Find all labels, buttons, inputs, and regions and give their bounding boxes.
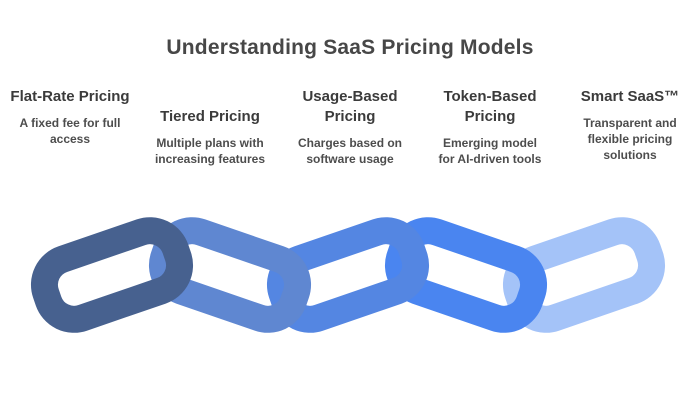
column-description-token-based: Emerging model for AI-driven tools — [438, 136, 542, 166]
column-heading-usage-based: Usage-Based Pricing — [302, 88, 398, 125]
column-heading-smart-saas: Smart SaaS™ — [580, 88, 680, 105]
column-description-tiered: Multiple plans with increasing features — [154, 136, 266, 166]
column-flat-rate: Flat-Rate Pricing A fixed fee for full a… — [0, 87, 140, 167]
column-tiered: Tiered Pricing Multiple plans with incre… — [140, 87, 280, 167]
column-usage-based: Usage-Based Pricing Charges based on sof… — [280, 87, 420, 167]
column-description-smart-saas: Transparent and flexible pricing solutio… — [583, 116, 677, 162]
pricing-columns: Flat-Rate Pricing A fixed fee for full a… — [0, 87, 700, 167]
column-heading-token-based: Token-Based Pricing — [443, 88, 537, 125]
page-title: Understanding SaaS Pricing Models — [166, 36, 534, 59]
column-token-based: Token-Based Pricing Emerging model for A… — [420, 87, 560, 167]
column-smart-saas: Smart SaaS™ Transparent and flexible pri… — [560, 87, 700, 167]
chain-link-1 — [30, 217, 194, 333]
column-description-usage-based: Charges based on software usage — [297, 136, 403, 166]
column-heading-tiered: Tiered Pricing — [160, 108, 260, 125]
column-heading-flat-rate: Flat-Rate Pricing — [10, 88, 130, 105]
column-description-flat-rate: A fixed fee for full access — [19, 116, 121, 146]
